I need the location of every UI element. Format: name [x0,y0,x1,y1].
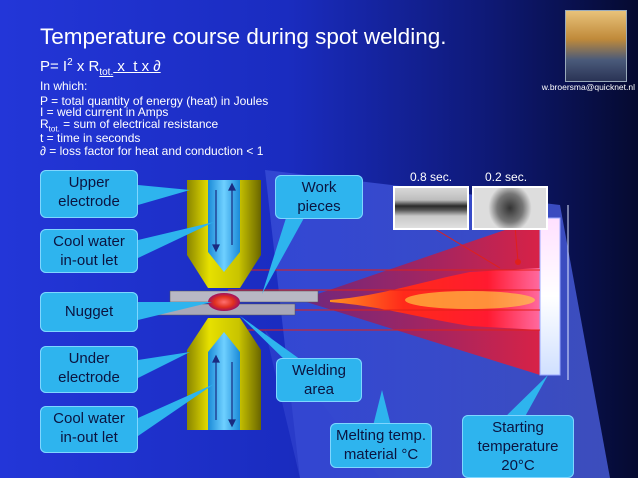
pointer-cool-water-bottom [138,384,214,436]
p-definition: P = total quantity of energy (heat) in J… [40,94,269,108]
pointer-starting-temp [500,375,548,422]
energy-formula: P= I2 x Rtot. x t x ∂ [40,57,161,78]
label-work-pieces: Work pieces [275,175,363,219]
label-welding-area: Welding area [276,358,362,402]
micro-link-line-1 [429,225,501,269]
label-starting-temp: Starting temperature 20°C [462,415,574,478]
micrograph-08 [393,186,469,230]
page-title: Temperature course during spot welding. [40,24,447,49]
label-nugget: Nugget [40,292,138,332]
label-upper-electrode: Upper electrode [40,170,138,218]
work-piece-top [169,290,319,303]
micro-link-line-2 [514,225,519,263]
pointer-nugget [138,302,212,320]
label-cool-water-top: Cool water in-out let [40,229,138,273]
pointer-under-electrode [138,352,190,378]
label-melting-temp: Melting temp. material °C [330,423,432,468]
loss-definition: ∂ = loss factor for heat and conduction … [40,144,264,158]
r-definition: Rtot. = sum of electrical resistance [40,117,219,134]
t-definition: t = time in seconds [40,131,141,145]
pointer-cool-water-top [138,222,214,258]
flame-core [405,291,535,309]
pointer-melting-temp [372,390,392,430]
micrograph-02 [472,186,548,230]
in-which-label: In which: [40,79,88,93]
time-label-2: 0.2 sec. [485,170,528,184]
lower-cooling-channel [208,332,240,430]
label-cool-water-bottom: Cool water in-out let [40,406,138,453]
welding-photo [565,10,627,82]
nugget-shape [208,293,240,311]
i-definition: I = weld current in Amps [40,105,169,119]
pointer-upper-electrode [138,185,190,205]
pointer-work-pieces [262,218,304,294]
pointer-welding-area [240,316,308,365]
time-label-1: 0.8 sec. [410,170,453,184]
micro-link-dot [515,259,521,265]
author-credit: w.broersma@quicknet.nl [541,82,635,92]
starting-temperature-bar [539,217,561,376]
label-under-electrode: Under electrode [40,346,138,393]
